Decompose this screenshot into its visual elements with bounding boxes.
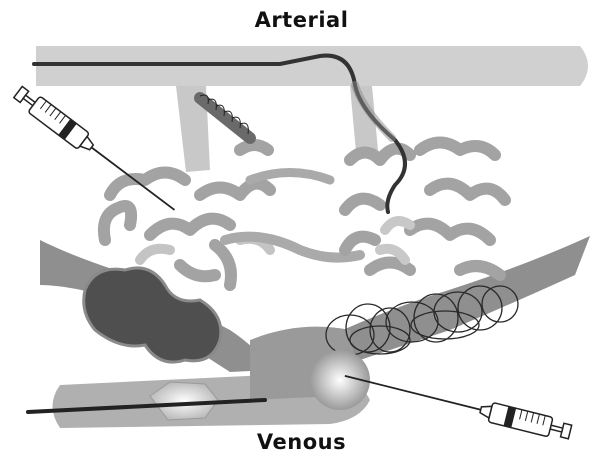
syringe-icon: [12, 84, 181, 218]
nidus-left-light: [140, 239, 270, 260]
nidus-right: [345, 143, 505, 276]
glue-cast: [84, 268, 221, 362]
nidus-connection-upper: [250, 173, 330, 181]
nidus-right-light: [380, 221, 410, 260]
syringe-icon-venous: [342, 366, 572, 442]
